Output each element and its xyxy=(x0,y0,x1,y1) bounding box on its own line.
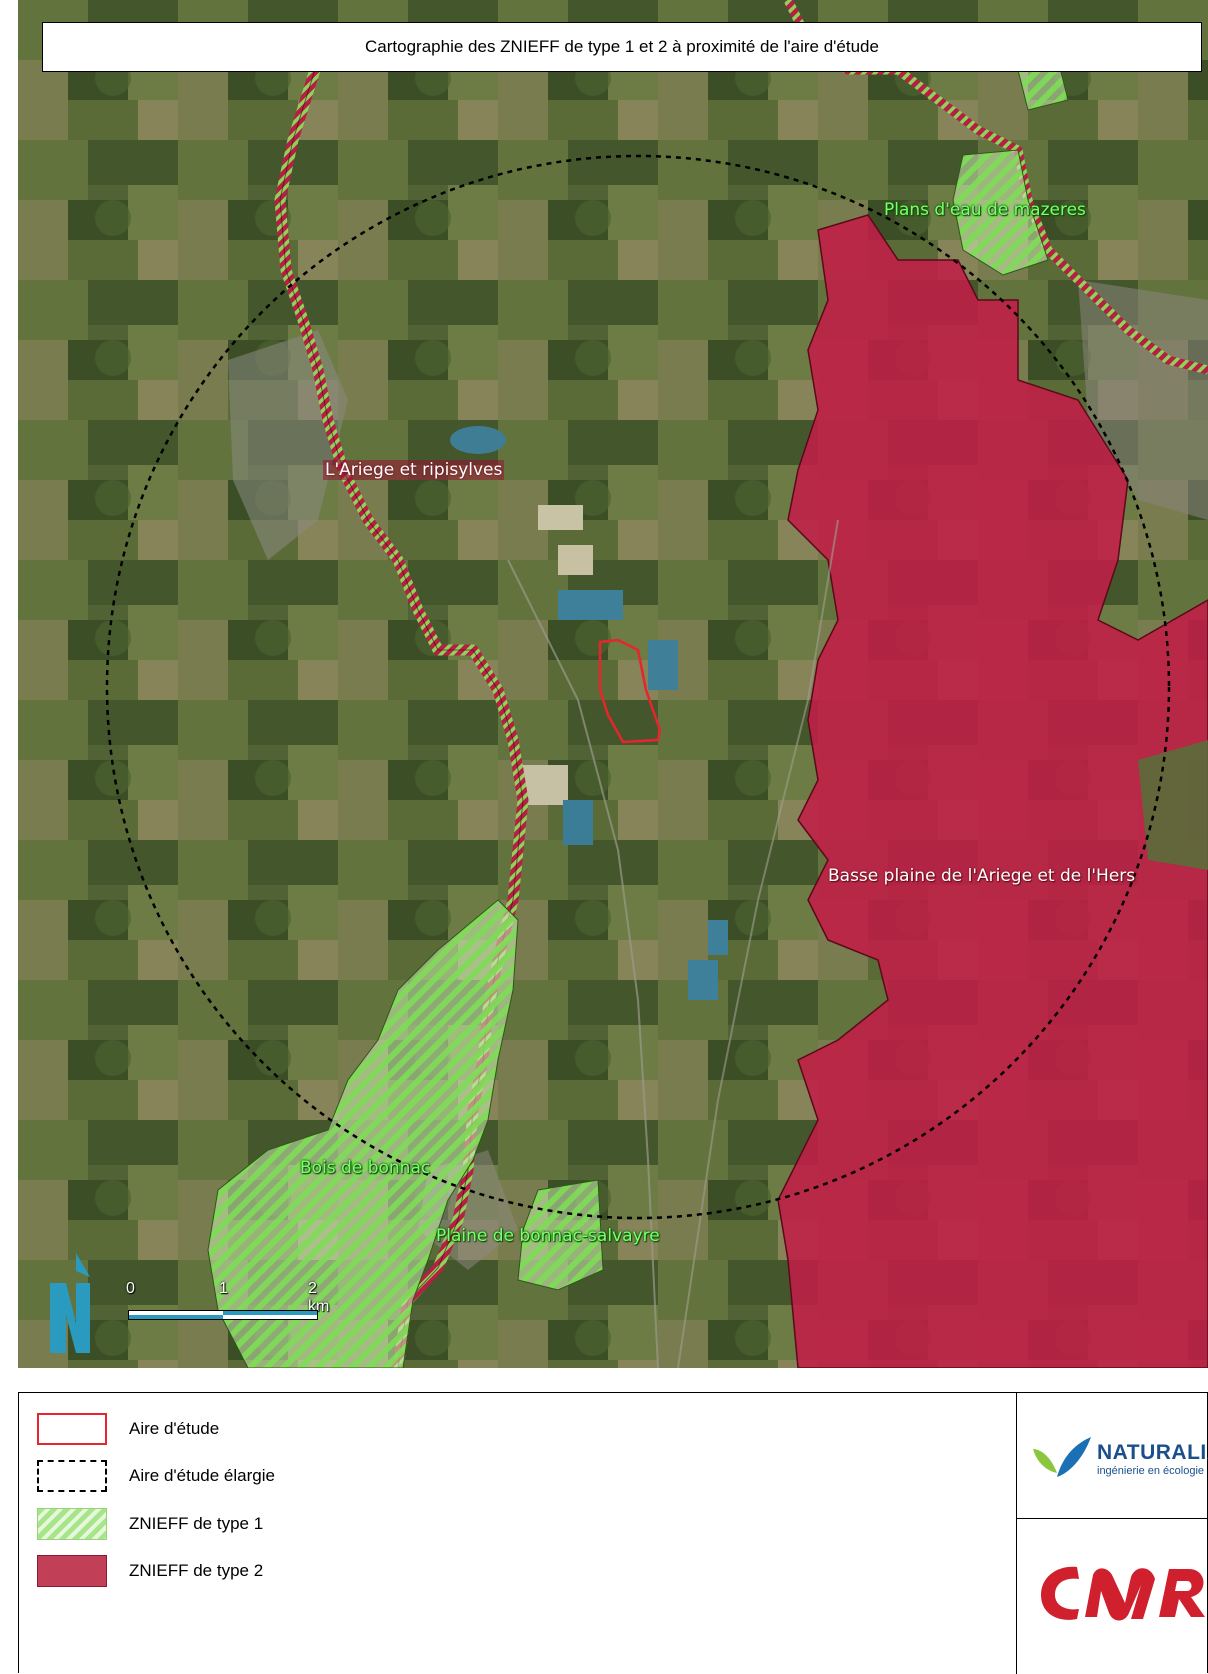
legend-label: Aire d'étude élargie xyxy=(129,1466,275,1485)
legend-item-study-area: Aire d'étude xyxy=(37,1413,219,1445)
label-plans-eau: Plans d'eau de mazeres xyxy=(884,200,1086,220)
znieff2-swatch-icon xyxy=(37,1555,107,1587)
naturalia-name: NATURALIA xyxy=(1097,1441,1208,1464)
label-plaine-bonnac: Plaine de bonnac-salvayre xyxy=(436,1226,660,1246)
map-view[interactable]: Cartographie des ZNIEFF de type 1 et 2 à… xyxy=(18,0,1208,1368)
legend-divider xyxy=(1016,1393,1017,1674)
label-ariege-ripisylves: L'Ariege et ripisylves xyxy=(323,460,505,480)
scale-tick-0: 0 xyxy=(126,1280,135,1297)
logo-divider xyxy=(1016,1518,1208,1519)
map-title: Cartographie des ZNIEFF de type 1 et 2 à… xyxy=(42,22,1202,72)
naturalia-leaf-icon xyxy=(1033,1437,1091,1477)
legend-label: ZNIEFF de type 2 xyxy=(129,1561,264,1580)
legend-item-znieff-2: ZNIEFF de type 2 xyxy=(37,1555,263,1587)
label-basse-plaine: Basse plaine de l'Ariege et de l'Hers xyxy=(828,866,1136,886)
north-arrow-icon xyxy=(50,1253,90,1353)
extended-area-swatch-icon xyxy=(37,1460,107,1492)
legend-item-extended-area: Aire d'étude élargie xyxy=(37,1460,275,1492)
scale-tick-1: 1 xyxy=(219,1280,228,1297)
legend-item-znieff-1: ZNIEFF de type 1 xyxy=(37,1508,263,1540)
scale-bar: 0 1 2 km xyxy=(126,1280,329,1320)
satellite-map xyxy=(18,0,1208,1368)
naturalia-tagline: ingénierie en écologie xyxy=(1097,1465,1205,1477)
naturalia-logo: NATURALIA ingénierie en écologie xyxy=(1029,1431,1208,1487)
cnr-logo xyxy=(1041,1566,1205,1621)
scale-bar-frame xyxy=(128,1310,318,1320)
label-bois-bonnac: Bois de bonnac xyxy=(300,1158,431,1178)
legend-panel: Aire d'étude Aire d'étude élargie ZNIEFF… xyxy=(18,1392,1208,1674)
legend-label: Aire d'étude xyxy=(129,1419,220,1438)
study-area-swatch-icon xyxy=(37,1413,107,1445)
legend-label: ZNIEFF de type 1 xyxy=(129,1514,264,1533)
znieff1-swatch-icon xyxy=(37,1508,107,1540)
